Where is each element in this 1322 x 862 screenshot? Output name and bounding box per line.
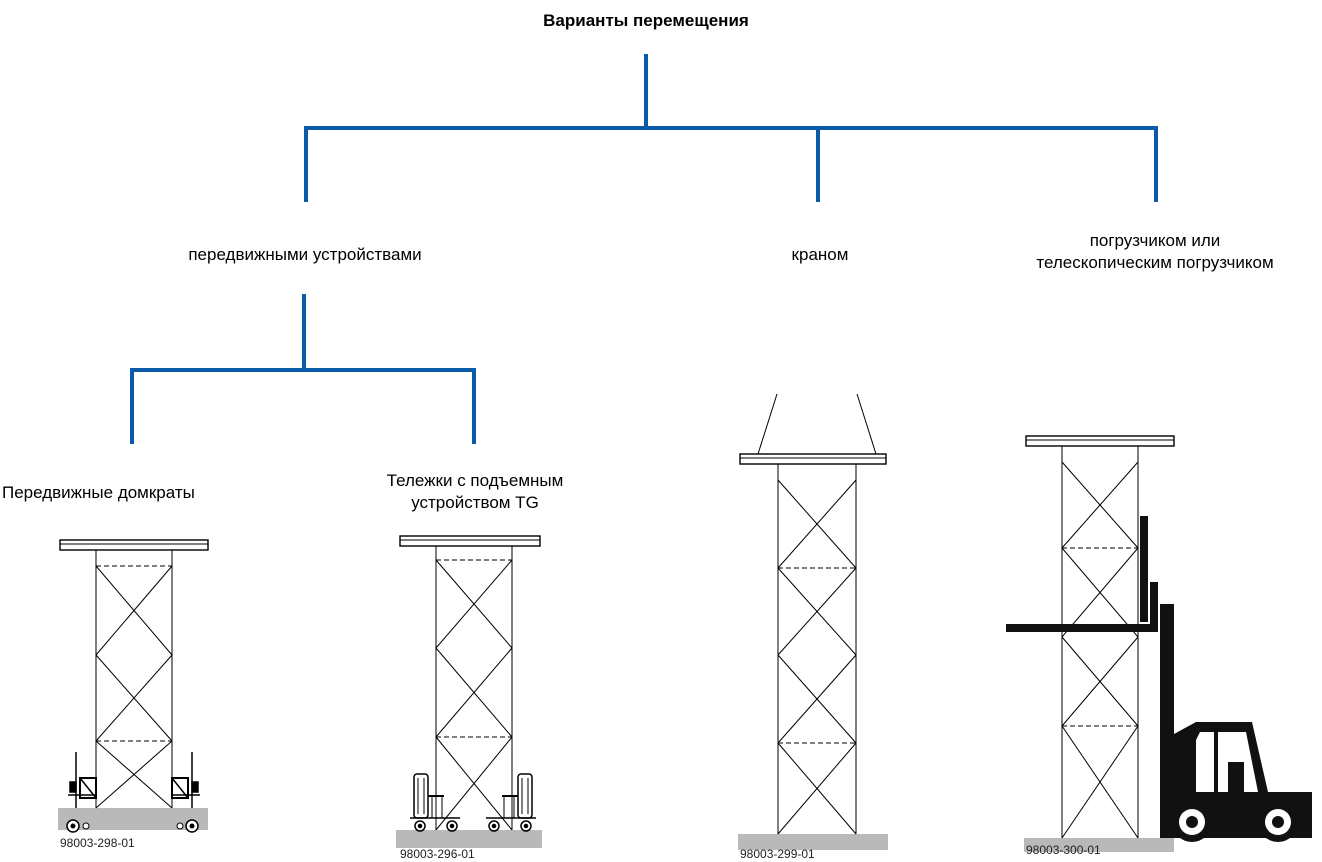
- figure-code-crane: 98003-299-01: [740, 847, 815, 861]
- tree-connectors: [130, 54, 1158, 444]
- branch-crane: краном: [791, 245, 849, 264]
- figure-code-trolley: 98003-296-01: [400, 847, 475, 861]
- figure-code-forklift: 98003-300-01: [1026, 843, 1101, 857]
- figure-code-jacks: 98003-298-01: [60, 836, 135, 850]
- tower-crane: [738, 393, 888, 850]
- subbranch-trolley-line2: устройством TG: [411, 493, 539, 512]
- subbranch-trolley-line1: Тележки с подъемным: [386, 471, 564, 490]
- branch-forklift-line1: погрузчиком или: [1089, 231, 1221, 250]
- tower-forklift: [1024, 435, 1175, 852]
- branch-forklift-line2: телескопическим погрузчиком: [1036, 253, 1274, 272]
- branch-mobile-devices: передвижными устройствами: [188, 245, 422, 264]
- subbranch-mobile-jacks: Передвижные домкраты: [2, 483, 195, 502]
- tower-trolley-tg: [396, 535, 542, 848]
- branch-forklift: погрузчиком или телескопическим погрузчи…: [990, 230, 1320, 274]
- forklift-vehicle: [1006, 516, 1312, 842]
- diagram-title: Варианты перемещения: [543, 11, 749, 30]
- subbranch-trolley-tg: Тележки с подъемным устройством TG: [330, 470, 620, 514]
- tower-mobile-jacks: [58, 539, 209, 833]
